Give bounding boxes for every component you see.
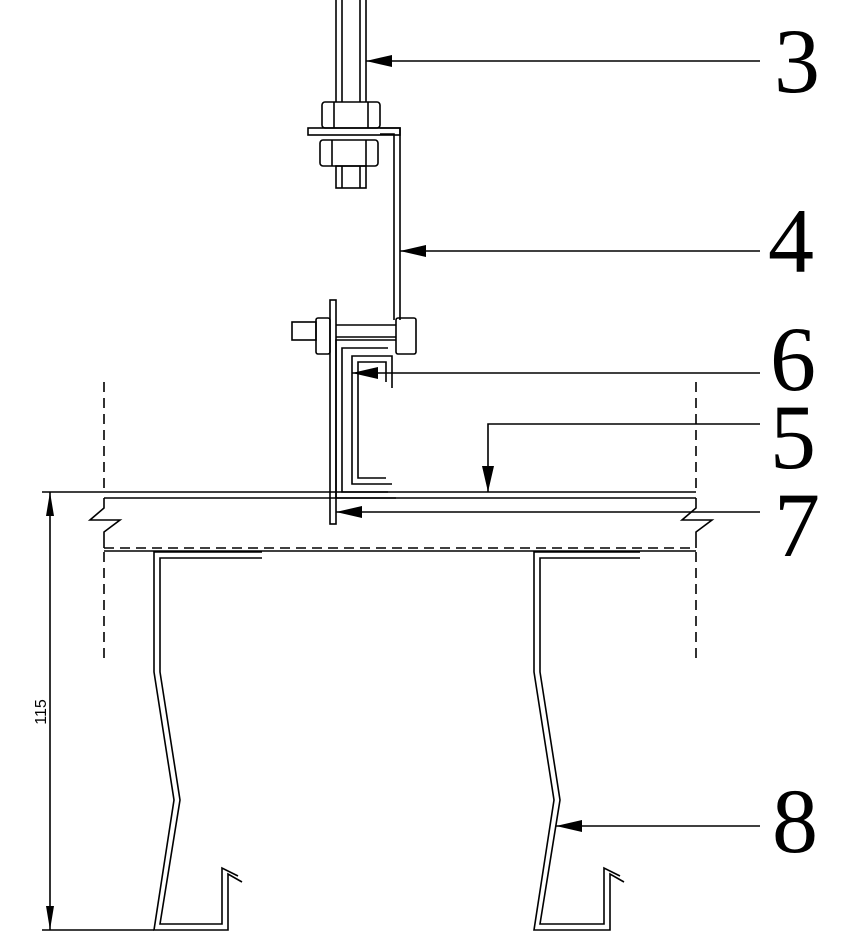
dimension-115: 115 bbox=[33, 491, 154, 931]
insulation-layer bbox=[87, 498, 715, 552]
callout-numbers: 3 4 6 5 7 8 bbox=[768, 10, 820, 872]
purlin-right bbox=[533, 551, 640, 931]
top-panel bbox=[104, 491, 696, 499]
horizontal-bolt bbox=[291, 299, 417, 525]
callout-3: 3 bbox=[774, 10, 820, 112]
extent-lines bbox=[103, 382, 697, 660]
callout-7: 7 bbox=[774, 474, 820, 576]
callout-6: 6 bbox=[770, 308, 816, 410]
angle-bracket bbox=[380, 127, 401, 320]
channel-clip bbox=[335, 339, 396, 499]
hanger-rod bbox=[335, 0, 367, 189]
purlin-left bbox=[153, 551, 262, 931]
dimension-label: 115 bbox=[33, 699, 50, 725]
leader-lines bbox=[336, 55, 760, 832]
callout-4: 4 bbox=[768, 190, 814, 292]
callout-5: 5 bbox=[770, 386, 816, 488]
callout-8: 8 bbox=[772, 770, 818, 872]
